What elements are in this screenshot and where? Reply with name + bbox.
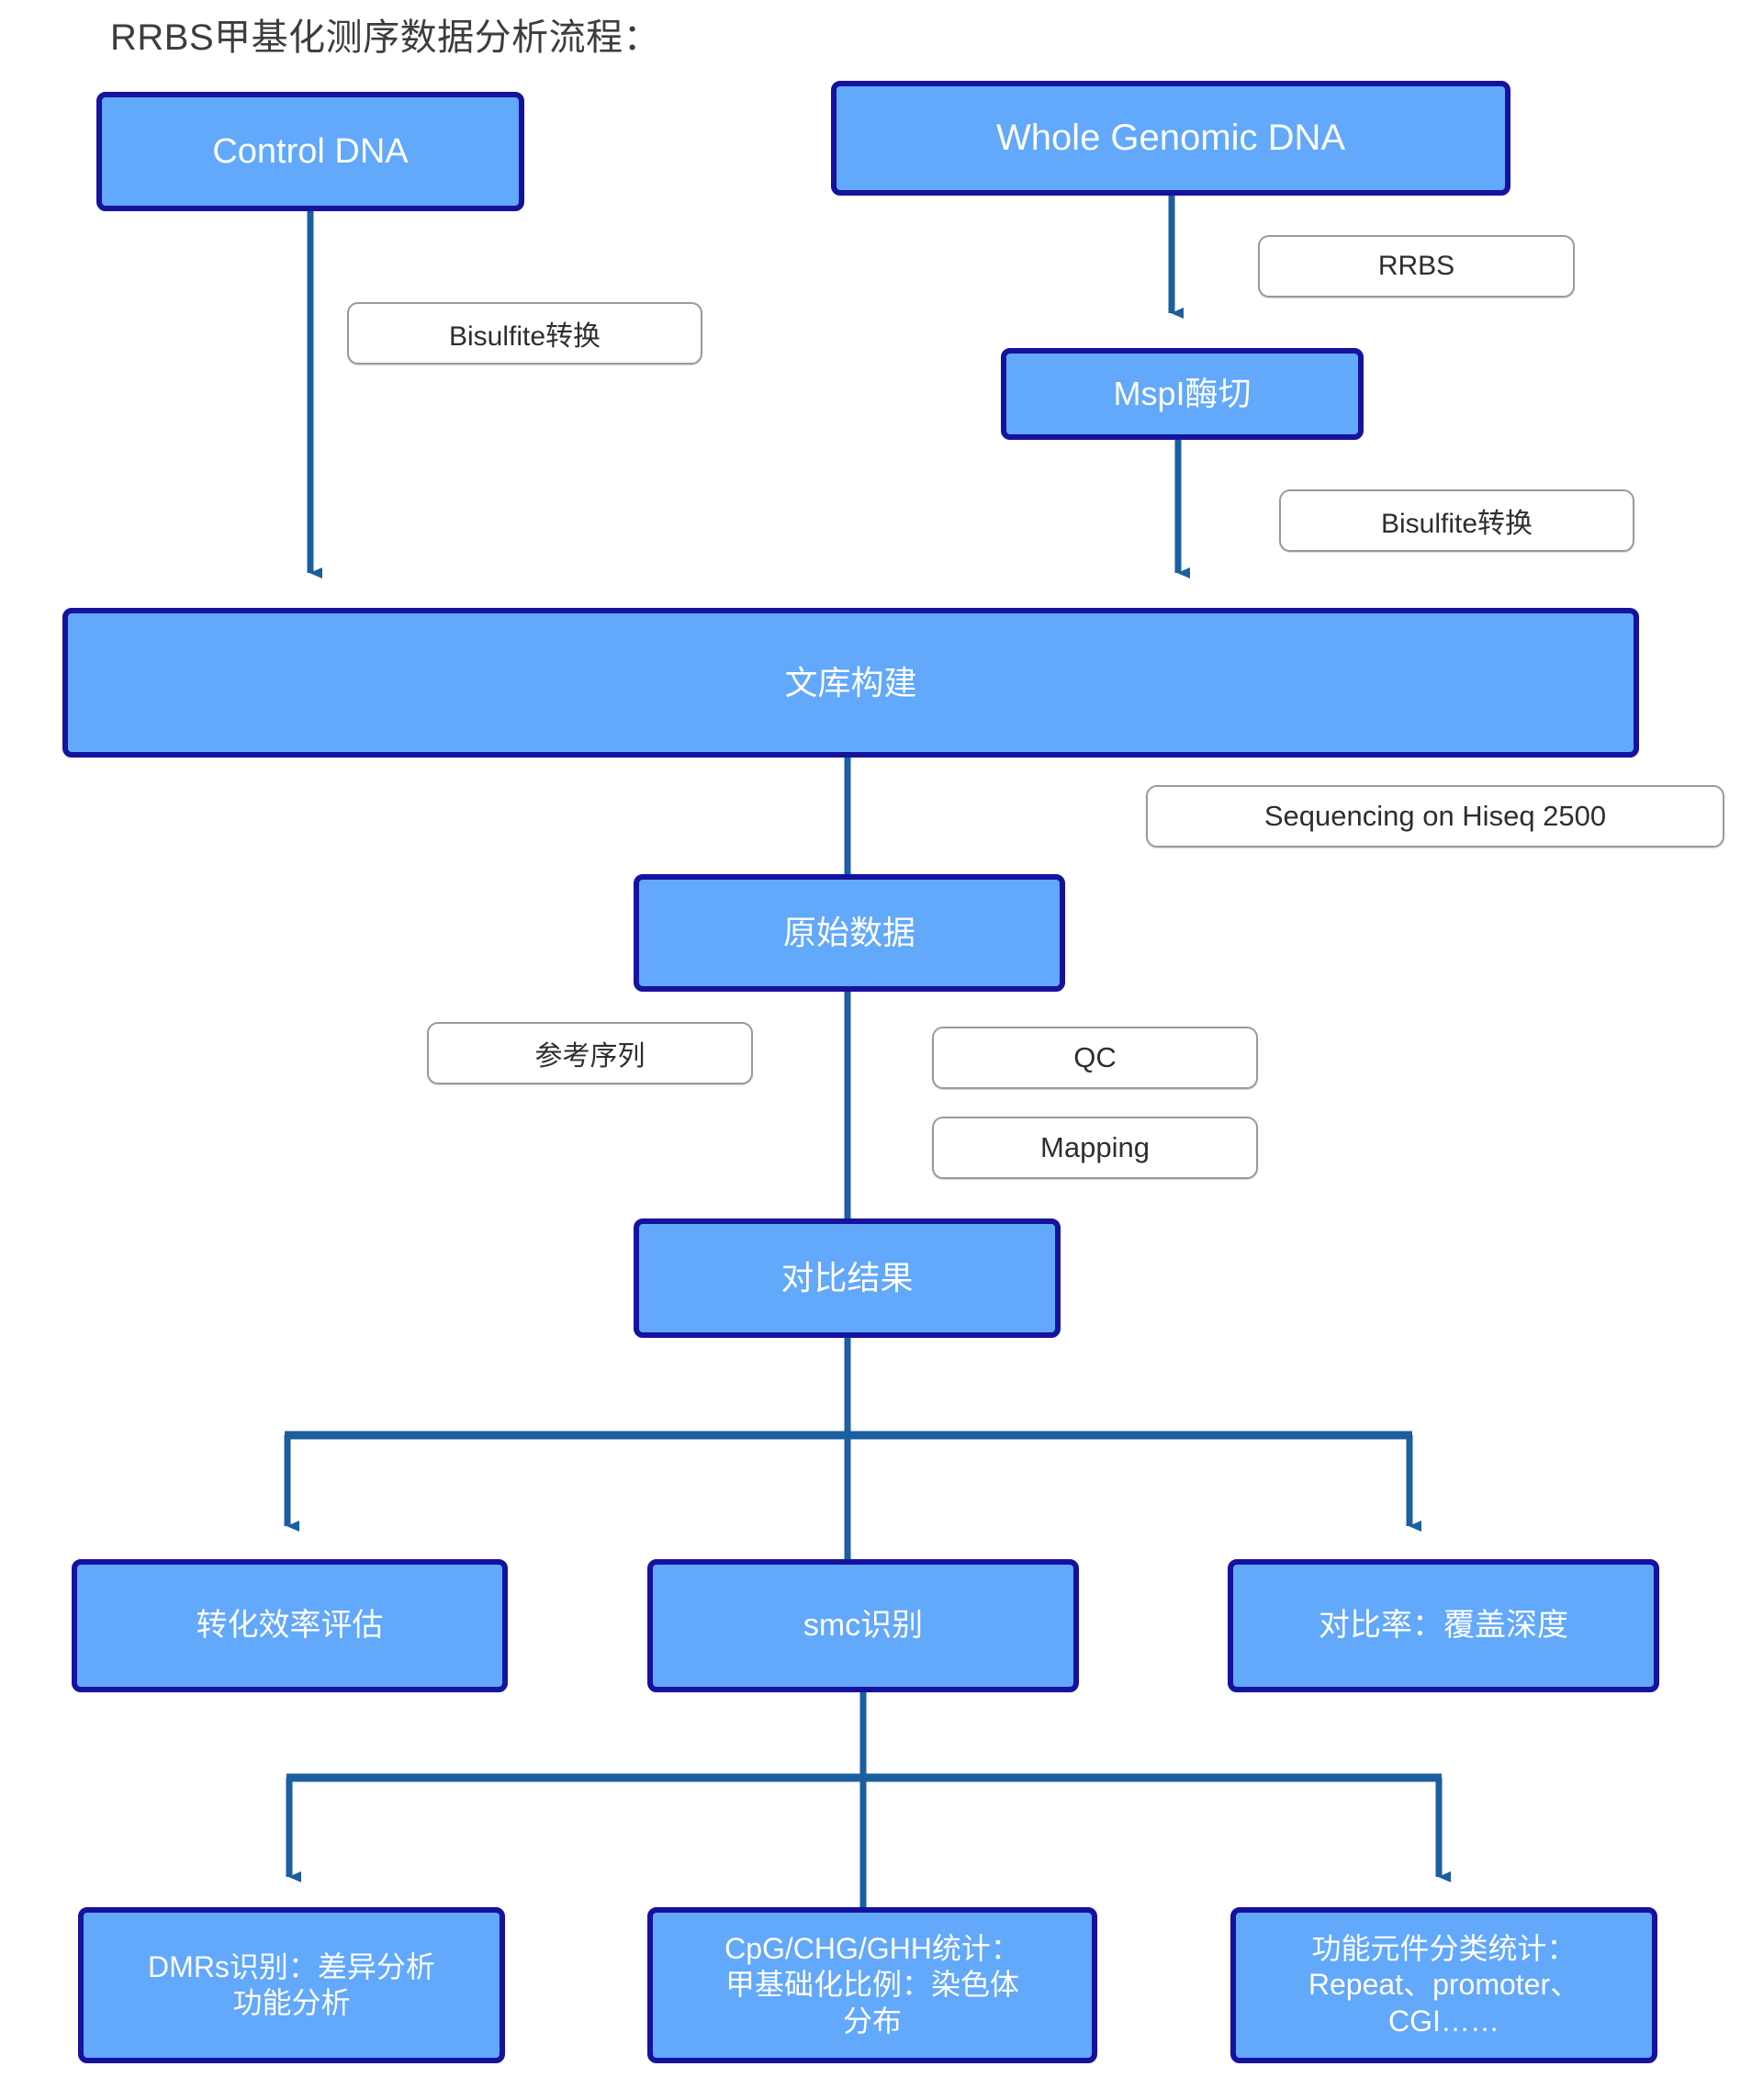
node-whole-genomic-dna[interactable]: Whole Genomic DNA [831,81,1510,196]
tag-mapping[interactable]: Mapping [932,1117,1258,1179]
node-alignment-result[interactable]: 对比结果 [634,1218,1061,1338]
tag-bisulfite-conversion-right-label: Bisulfite转换 [1380,509,1533,539]
tag-sequencing-hiseq[interactable]: Sequencing on Hiseq 2500 [1146,785,1724,848]
node-cpg-statistics-line1: CpG/CHG/GHH统计： [724,1932,1020,1966]
tag-qc-label: QC [1073,1041,1117,1073]
node-smc-identification[interactable]: smc识别 [647,1559,1079,1692]
node-control-dna-label: Control DNA [212,131,409,171]
node-control-dna[interactable]: Control DNA [96,92,524,211]
tag-qc[interactable]: QC [932,1027,1258,1089]
tag-bisulfite-conversion-left-label: Bisulfite转换 [448,321,601,352]
node-raw-data[interactable]: 原始数据 [634,874,1065,992]
page-title: RRBS甲基化测序数据分析流程： [110,17,661,58]
node-whole-genomic-dna-label: Whole Genomic DNA [995,118,1346,159]
node-coverage-depth[interactable]: 对比率：覆盖深度 [1228,1559,1659,1692]
node-mspi-digest-label: MspI酶切 [1113,375,1252,413]
node-cpg-statistics-line3: 分布 [842,2004,902,2038]
node-alignment-result-label: 对比结果 [780,1259,914,1297]
tag-reference-sequence[interactable]: 参考序列 [427,1022,753,1084]
node-conversion-efficiency-label: 转化效率评估 [196,1607,384,1643]
node-functional-elements-line1: 功能元件分类统计： [1311,1932,1577,1966]
node-mspi-digest[interactable]: MspI酶切 [1001,348,1364,440]
node-library-construction[interactable]: 文库构建 [62,608,1639,758]
node-raw-data-label: 原始数据 [782,914,915,952]
tag-rrbs[interactable]: RRBS [1258,235,1575,298]
node-dmr-identification-line1: DMRs识别：差异分析 [148,1949,435,1983]
node-library-construction-label: 文库构建 [784,663,917,702]
node-cpg-statistics-line2: 甲基础化比例：染色体 [724,1968,1019,2002]
node-cpg-statistics[interactable]: CpG/CHG/GHH统计： 甲基础化比例：染色体 分布 [647,1907,1097,2063]
node-functional-elements-line2: Repeat、promoter、 [1308,1968,1580,2002]
node-smc-identification-label: smc识别 [803,1607,924,1643]
node-functional-elements[interactable]: 功能元件分类统计： Repeat、promoter、 CGI…… [1230,1907,1657,2063]
node-dmr-identification-line2: 功能分析 [232,1986,351,2019]
tag-bisulfite-conversion-right[interactable]: Bisulfite转换 [1279,489,1634,552]
tag-rrbs-label: RRBS [1377,251,1455,281]
node-coverage-depth-label: 对比率：覆盖深度 [1319,1607,1568,1643]
tag-bisulfite-conversion-left[interactable]: Bisulfite转换 [347,302,702,365]
node-conversion-efficiency[interactable]: 转化效率评估 [72,1559,508,1692]
tag-reference-sequence-label: 参考序列 [534,1041,646,1072]
node-dmr-identification[interactable]: DMRs识别：差异分析 功能分析 [78,1907,505,2063]
tag-sequencing-hiseq-label: Sequencing on Hiseq 2500 [1263,800,1607,832]
tag-mapping-label: Mapping [1040,1131,1150,1163]
node-functional-elements-line3: CGI…… [1388,2004,1499,2038]
